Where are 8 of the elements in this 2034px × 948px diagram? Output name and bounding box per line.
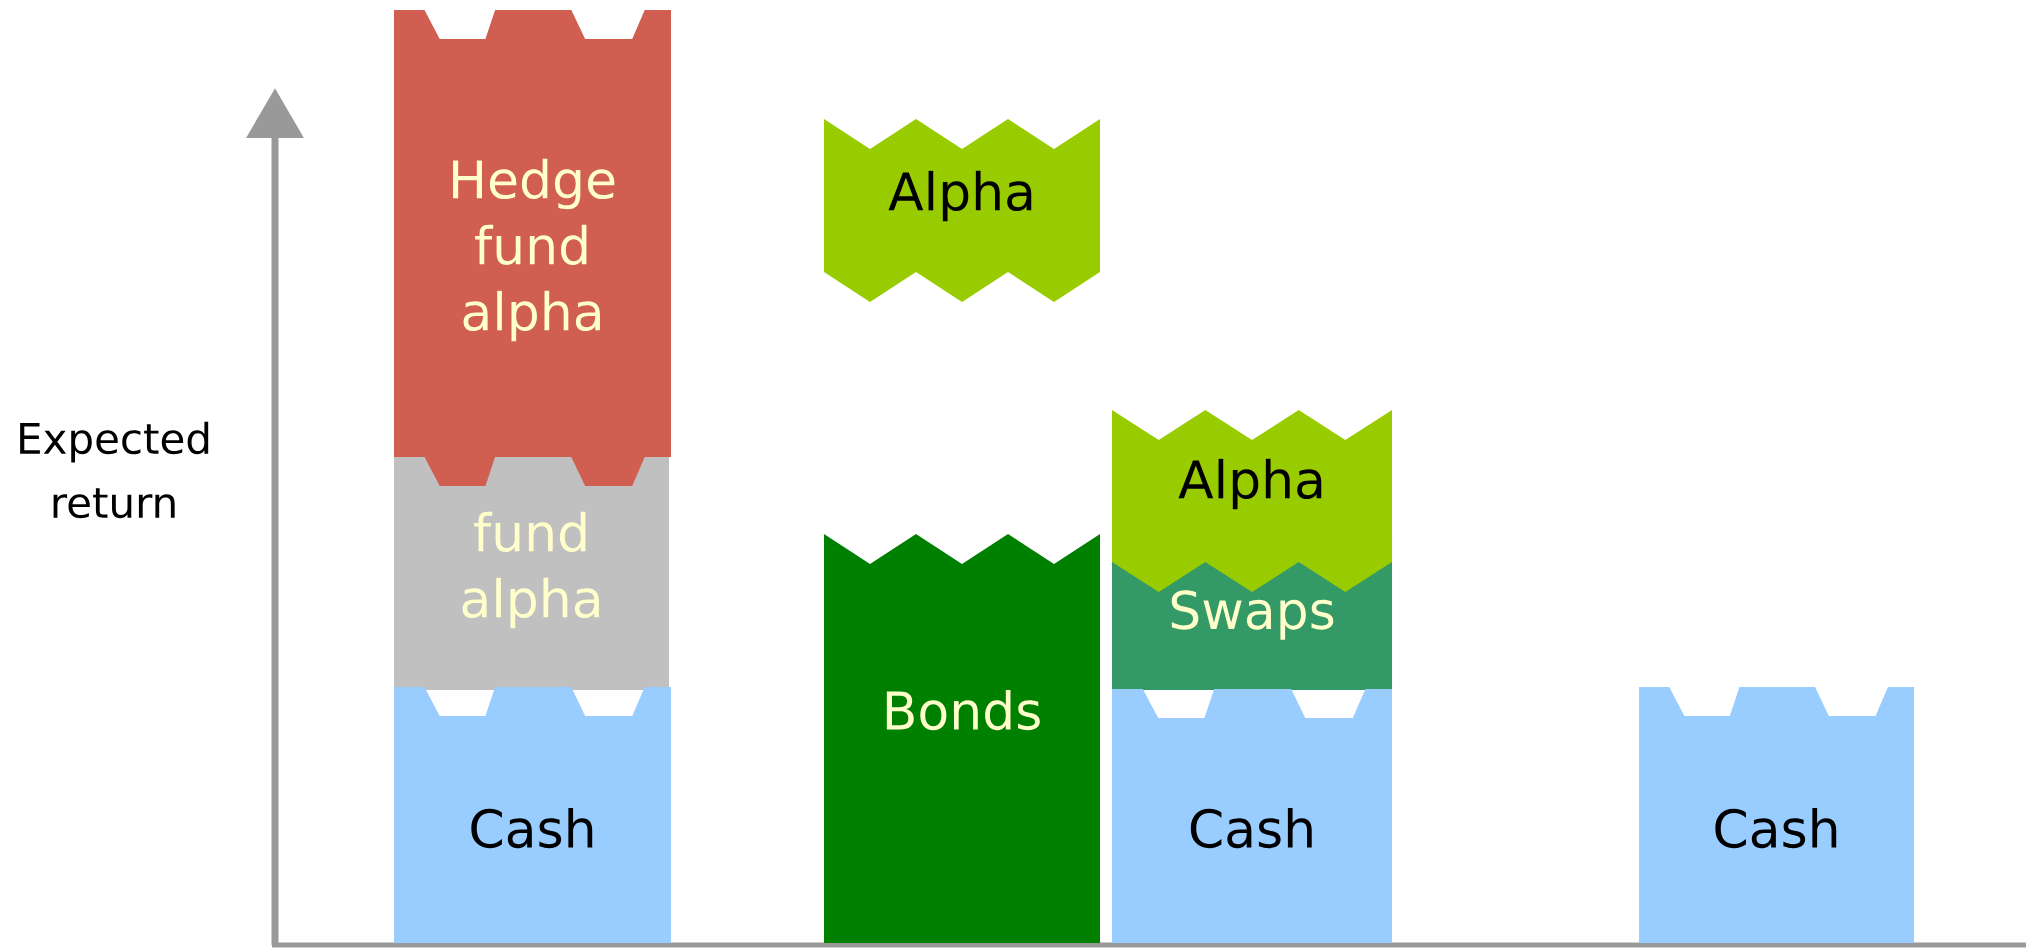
stacked-block: Cash — [1639, 687, 1914, 943]
stacked-block: Cash — [1112, 689, 1392, 943]
stacked-block: fund alpha — [394, 454, 669, 690]
stacked-block: Hedge fund alpha — [394, 10, 671, 486]
axis-label: Expected return — [20, 421, 209, 519]
zigzag-block: Bonds — [824, 534, 1100, 943]
stacked-block: Cash — [394, 687, 671, 943]
zigzag-block: Alpha — [824, 119, 1100, 302]
